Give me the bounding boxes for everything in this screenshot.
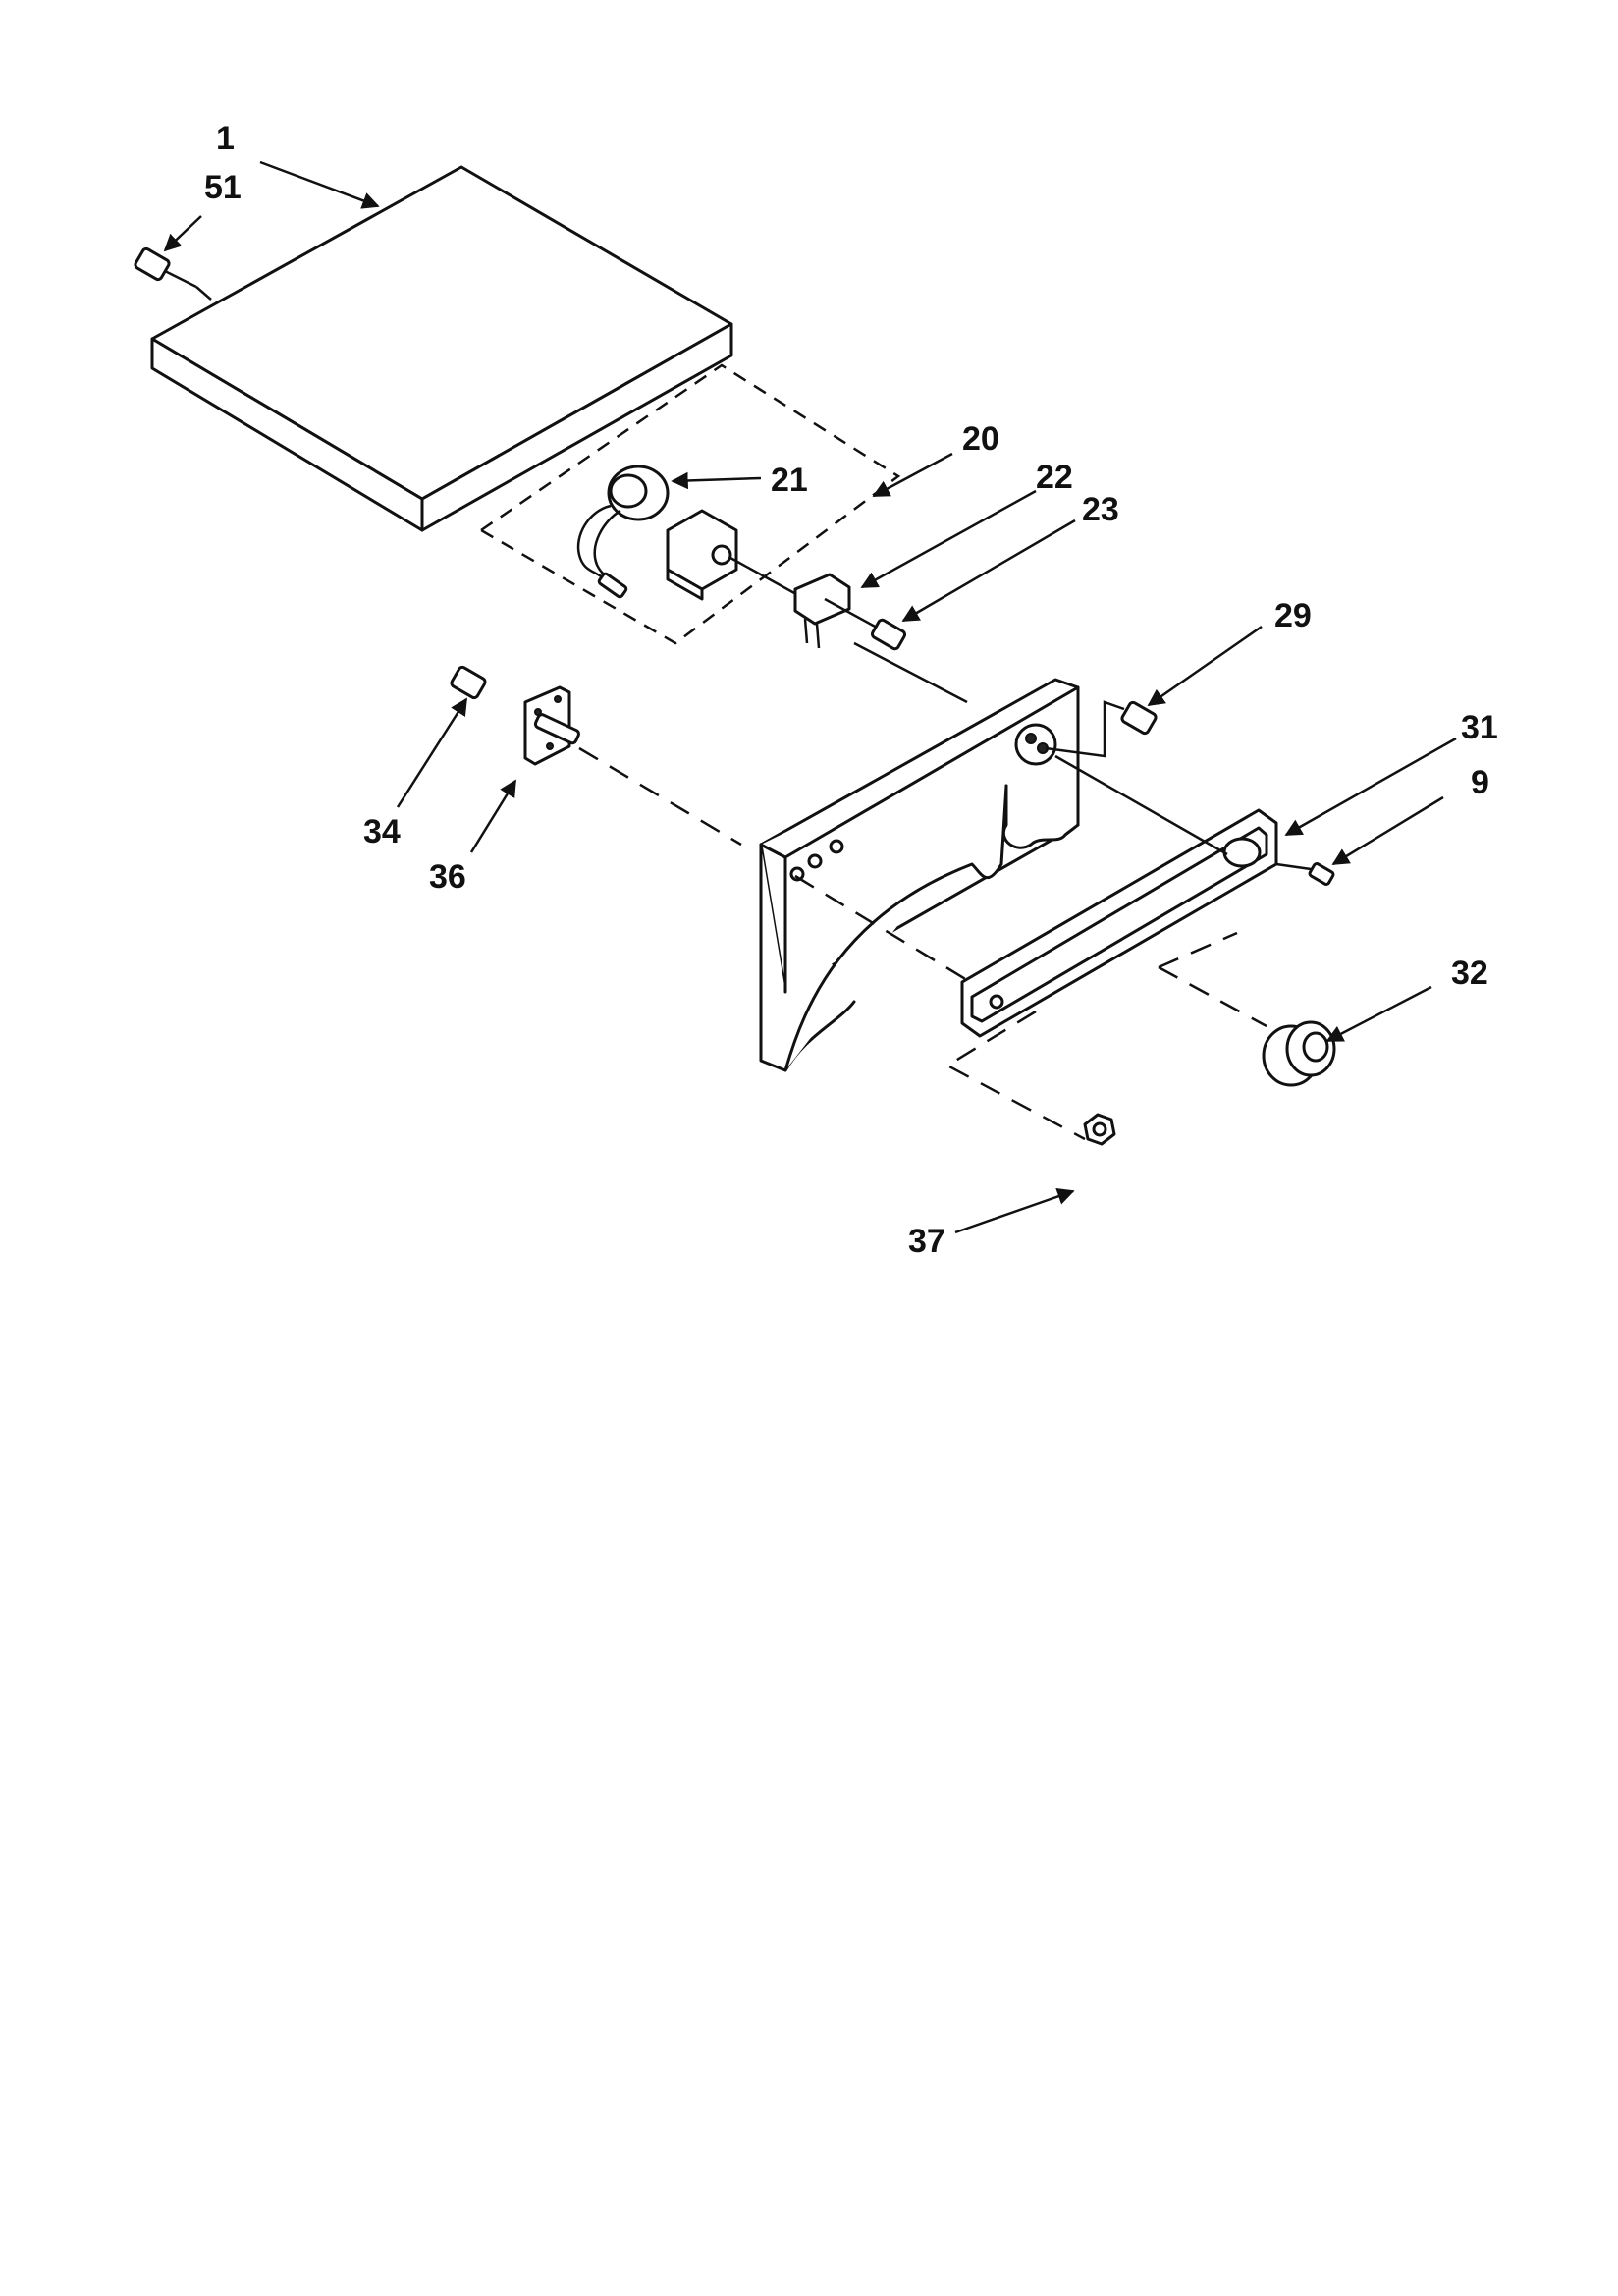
- callout-31: 31: [1461, 709, 1498, 746]
- callout-21: 21: [771, 462, 808, 499]
- console-panel: [759, 678, 1080, 1072]
- callout-32: 32: [1451, 955, 1488, 992]
- timer-switch: [666, 509, 806, 601]
- bolt-23: [853, 618, 968, 704]
- callout-22: 22: [1036, 459, 1073, 496]
- callout-29: 29: [1274, 597, 1312, 634]
- control-bracket-outline-20: [478, 363, 901, 645]
- callout-labels: 1 51 20 21 22 23 29 31 9 34 36 32 37: [204, 120, 1498, 1260]
- clip-22: [793, 573, 880, 649]
- faceplate-31: [960, 754, 1278, 1038]
- callout-23: 23: [1082, 491, 1119, 528]
- callout-arrows: [163, 160, 1457, 1234]
- callout-51: 51: [204, 169, 242, 206]
- callout-36: 36: [429, 858, 466, 896]
- knob-32: [1262, 1020, 1336, 1087]
- hinge-36: [523, 685, 580, 766]
- callout-37: 37: [908, 1223, 945, 1260]
- assembly-line-nut: [944, 1010, 1086, 1141]
- timer-motor-21: [576, 465, 670, 599]
- screw-29: [1045, 700, 1158, 758]
- callout-9: 9: [1471, 764, 1489, 801]
- assembly-line-knob: [1158, 931, 1267, 1028]
- callout-1: 1: [216, 120, 235, 157]
- assembly-line-hinge: [578, 746, 742, 847]
- screw-9: [1275, 862, 1335, 886]
- callout-20: 20: [962, 420, 999, 458]
- screw-51: [134, 246, 212, 301]
- nut-37: [1083, 1113, 1116, 1146]
- top-panel: [150, 165, 733, 532]
- screw-34: [450, 665, 487, 700]
- callout-34: 34: [363, 813, 401, 850]
